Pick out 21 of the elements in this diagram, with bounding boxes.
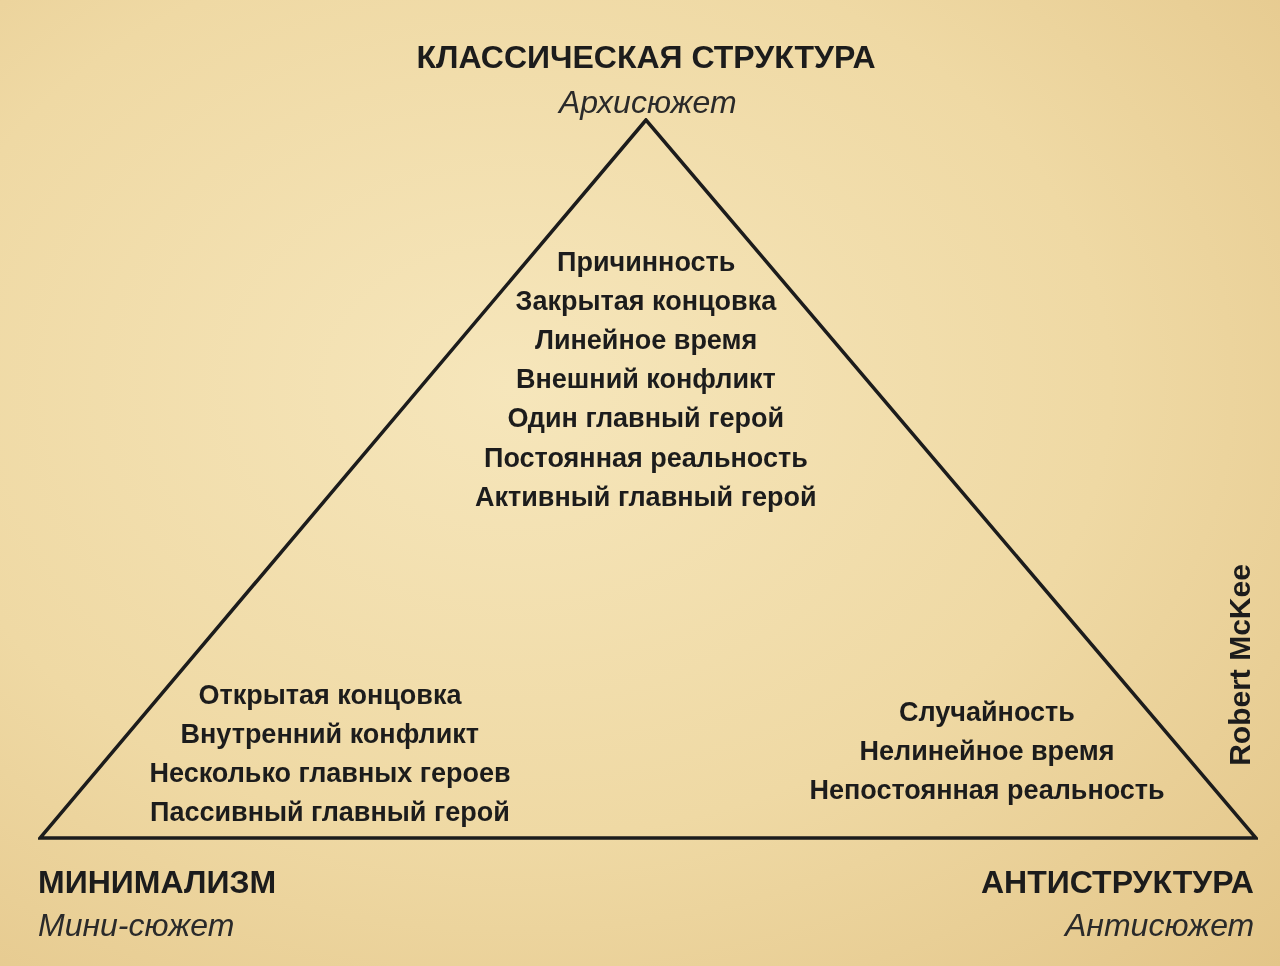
list-item: Пассивный главный герой: [150, 799, 510, 827]
corner-subtitle: Мини-сюжет: [38, 909, 235, 941]
list-item: Открытая концовка: [198, 681, 462, 709]
list-item: Активный главный герой: [475, 483, 817, 511]
corner-subtitle: Антисюжет: [1065, 909, 1255, 941]
author-credit: Robert McKee: [1224, 564, 1255, 766]
list-item: Один главный герой: [507, 405, 785, 433]
list-item: Причинность: [557, 248, 736, 276]
list-item: Закрытая концовка: [515, 287, 777, 315]
list-item: Случайность: [899, 698, 1075, 726]
list-item: Постоянная реальность: [484, 444, 808, 472]
corner-subtitle: Архисюжет: [559, 86, 737, 118]
corner-heading: КЛАССИЧЕСКАЯ СТРУКТУРА: [416, 41, 876, 73]
list-item: Нелинейное время: [859, 737, 1115, 765]
list-item: Непостоянная реальность: [809, 776, 1165, 804]
list-item: Линейное время: [535, 326, 758, 354]
list-item: Внешний конфликт: [516, 366, 776, 394]
corner-heading: МИНИМАЛИЗМ: [38, 866, 277, 898]
corner-heading: АНТИСТРУКТУРА: [981, 866, 1254, 898]
list-item: Внутренний конфликт: [180, 720, 480, 748]
list-item: Несколько главных героев: [149, 759, 511, 787]
